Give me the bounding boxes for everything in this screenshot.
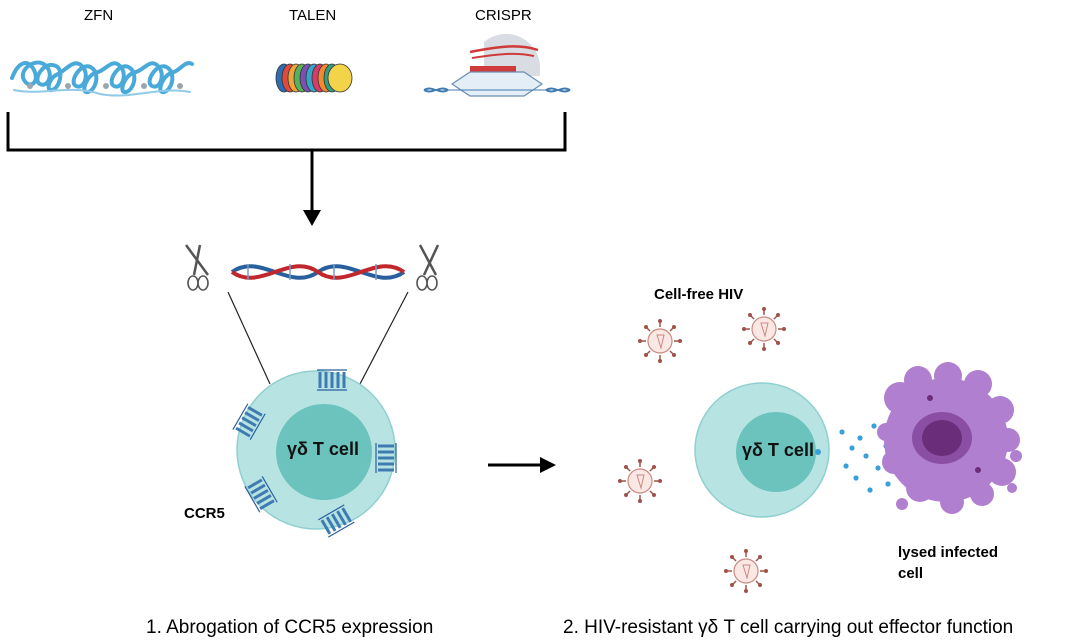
dna-helix-icon (230, 264, 406, 280)
cell-free-hiv-label: Cell-free HIV (654, 286, 744, 303)
infected-cell (877, 362, 1022, 514)
zoom-line (359, 291, 409, 385)
t-cell-label-panel2: γδ T cell (742, 440, 814, 460)
panel1-caption: 1. Abrogation of CCR5 expression (146, 617, 434, 638)
ccr5-receptor-icon (317, 504, 355, 538)
zfn-label: ZFN (84, 7, 114, 24)
zfn-protein-icon (10, 60, 194, 97)
t-cell-panel2 (694, 382, 830, 518)
ccr5-label: CCR5 (184, 505, 225, 522)
zoom-line (227, 291, 271, 385)
ccr5-receptor-icon (244, 475, 278, 513)
hiv-virion-icon (724, 549, 768, 593)
talen-label: TALEN (289, 7, 337, 24)
crispr-cas9-icon (423, 33, 571, 97)
hiv-virion-icon (618, 459, 662, 503)
arrow-down-icon (303, 210, 321, 226)
ccr5-receptor-icon (375, 443, 397, 473)
hiv-virion-icon (638, 319, 682, 363)
t-cell-panel1 (236, 370, 396, 530)
crispr-label: CRISPR (475, 7, 532, 24)
scissors-icon (416, 244, 440, 291)
hiv-virion-icon (742, 307, 786, 351)
arrow-right-icon (488, 457, 556, 473)
ccr5-receptor-icon (317, 369, 347, 391)
panel2-caption: 2. HIV-resistant γδ T cell carrying out … (563, 617, 1014, 638)
bracket-connector (6, 112, 567, 212)
ccr5-receptor-icon (232, 403, 266, 441)
scissors-icon (184, 244, 210, 291)
lysed-cell-label-line2: cell (898, 565, 924, 582)
t-cell-label-panel1: γδ T cell (287, 439, 359, 459)
lysed-cell-label-line1: lysed infected (898, 544, 999, 561)
talen-protein-icon (275, 63, 353, 93)
